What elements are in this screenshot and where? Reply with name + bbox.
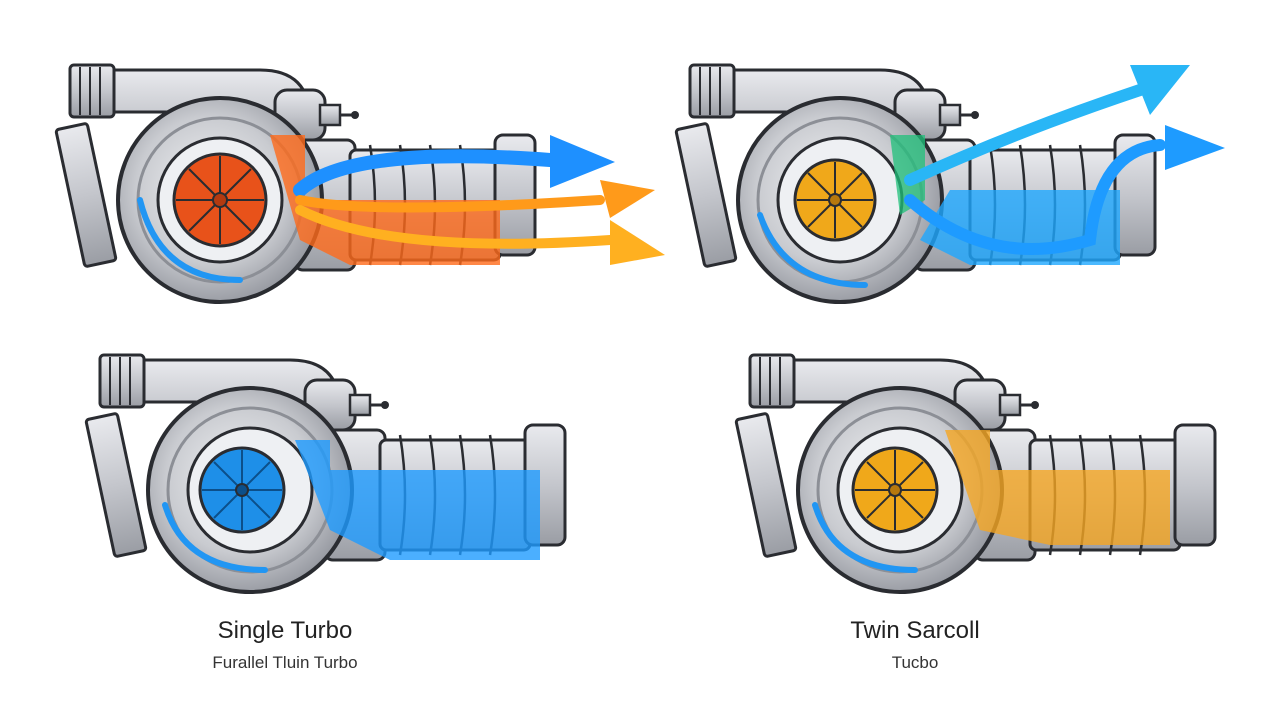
turbo-bottom-right <box>733 353 1217 594</box>
turbo-top-left <box>53 63 665 304</box>
scroll-arc <box>137 197 243 283</box>
turbo-top-right <box>673 63 1225 304</box>
flow-arrow-blue-2 <box>904 139 1166 255</box>
caption-right-main: Twin Sarcoll <box>850 617 980 644</box>
flow-arrow-blue-1 <box>904 84 1146 186</box>
flow-highlight <box>270 135 500 265</box>
compressor-wheel <box>851 446 939 534</box>
flow-highlight <box>945 430 1170 545</box>
caption-left-sub: Furallel Tluin Turbo <box>212 653 358 672</box>
flow-arrow-blue <box>293 149 557 197</box>
flow-arrow-orange-1 <box>295 195 605 213</box>
caption-left-main: Single Turbo <box>217 617 353 644</box>
compressor-wheel <box>793 158 877 242</box>
scroll-arc <box>162 502 268 573</box>
compressor-wheel <box>172 152 268 248</box>
flow-arrow-orange-2 <box>295 205 615 249</box>
flow-highlight <box>295 440 540 560</box>
scroll-arc <box>812 502 918 573</box>
compressor-wheel <box>198 446 286 534</box>
caption-right-sub: Tucbo <box>891 653 939 672</box>
turbo-bottom-left <box>83 353 567 594</box>
scroll-arc <box>757 212 868 288</box>
